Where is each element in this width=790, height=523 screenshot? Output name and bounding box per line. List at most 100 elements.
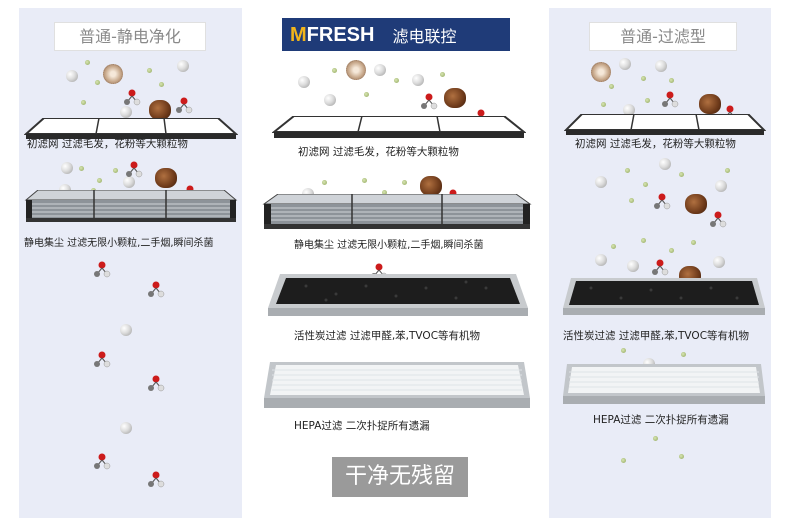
fine-dust (629, 198, 634, 203)
pollen-particle (103, 64, 123, 84)
formaldehyde-molecule (710, 211, 727, 228)
caption-electrostatic: 静电集尘 过滤无限小颗粒,二手烟,瞬间杀菌 (24, 238, 214, 249)
fine-dust (643, 182, 648, 187)
formaldehyde-molecule (148, 375, 165, 392)
fine-dust (653, 436, 658, 441)
formaldehyde-molecule (94, 261, 111, 278)
dust-mite (444, 88, 466, 108)
formaldehyde-molecule (124, 89, 141, 106)
fine-dust (669, 248, 674, 253)
particle (324, 94, 336, 106)
particle (713, 256, 725, 268)
particle (715, 180, 727, 192)
formaldehyde-molecule (94, 453, 111, 470)
dust-mite (685, 194, 707, 214)
fine-dust (382, 190, 387, 195)
formaldehyde-molecule (176, 97, 193, 114)
particle (374, 64, 386, 76)
fine-dust (609, 84, 614, 89)
pollen-particle (591, 62, 611, 82)
fine-dust (322, 180, 327, 185)
brand-banner: MFRESH 滤电联控 (282, 18, 510, 51)
formaldehyde-molecule (662, 91, 679, 108)
fine-dust (681, 352, 686, 357)
fine-dust (679, 454, 684, 459)
dust-mite (420, 176, 442, 196)
dust-mite (155, 168, 177, 188)
fine-dust (402, 180, 407, 185)
fine-dust (691, 240, 696, 245)
caption-electrostatic: 静电集尘 过滤无限小颗粒,二手烟,瞬间杀菌 (294, 240, 484, 251)
fine-dust (97, 178, 102, 183)
particle (123, 176, 135, 188)
brand-mark: M (290, 24, 307, 46)
particle (298, 76, 310, 88)
pollen-particle (346, 60, 366, 80)
column-title-electrostatic: 普通-静电净化 (54, 22, 206, 51)
column-electrostatic: 普通-静电净化 初滤网 过滤毛发，花粉等大颗粒物 静电集尘 过滤无限 (19, 8, 242, 518)
fine-dust (625, 168, 630, 173)
fine-dust (332, 68, 337, 73)
formaldehyde-molecule (654, 193, 671, 210)
dust-mite (699, 94, 721, 114)
caption-hepa: HEPA过滤 二次扑捉所有遗漏 (294, 420, 430, 432)
fine-dust (440, 72, 445, 77)
particle (659, 158, 671, 170)
caption-pre-filter: 初滤网 过滤毛发，花粉等大颗粒物 (575, 138, 736, 150)
fine-dust (95, 80, 100, 85)
particle (120, 422, 132, 434)
particle (61, 162, 73, 174)
fine-dust (81, 100, 86, 105)
fine-dust (725, 168, 730, 173)
formaldehyde-molecule (148, 471, 165, 488)
clean-result-badge: 干净无残留 (332, 457, 468, 497)
particle (595, 254, 607, 266)
fine-dust (85, 60, 90, 65)
activated-carbon-filter (563, 278, 765, 315)
particle (623, 104, 635, 116)
fine-dust (641, 76, 646, 81)
fine-dust (641, 238, 646, 243)
fine-dust (601, 102, 606, 107)
caption-activated-carbon: 活性炭过滤 过滤甲醛,苯,TVOC等有机物 (563, 330, 750, 342)
caption-hepa: HEPA过滤 二次扑捉所有遗漏 (593, 414, 729, 426)
formaldehyde-molecule (652, 259, 669, 276)
formaldehyde-molecule (421, 93, 438, 110)
column-mfresh: MFRESH 滤电联控 初滤网 过滤毛发，花粉等大颗粒物 (262, 8, 532, 518)
particle (655, 60, 667, 72)
fine-dust (362, 178, 367, 183)
particle (66, 70, 78, 82)
fine-dust (79, 166, 84, 171)
fine-dust (394, 78, 399, 83)
fine-dust (645, 98, 650, 103)
fine-dust (159, 82, 164, 87)
pre-filter-mesh (272, 116, 526, 138)
particle (120, 106, 132, 118)
caption-activated-carbon: 活性炭过滤 过滤甲醛,苯,TVOC等有机物 (294, 330, 481, 342)
fine-dust (621, 348, 626, 353)
formaldehyde-molecule (94, 351, 111, 368)
particle (412, 74, 424, 86)
electrostatic-collector (262, 194, 532, 229)
caption-pre-filter: 初滤网 过滤毛发，花粉等大颗粒物 (298, 146, 459, 158)
pre-filter-mesh (564, 114, 766, 135)
dust-mite (149, 100, 171, 120)
formaldehyde-molecule (126, 161, 143, 178)
hepa-filter (563, 364, 765, 404)
particle (619, 58, 631, 70)
particle (595, 176, 607, 188)
pre-filter-mesh (24, 118, 238, 139)
fine-dust (611, 244, 616, 249)
brand-subtitle: 滤电联控 (392, 26, 457, 46)
column-filter-type: 普通-过滤型 初滤网 过滤毛发，花粉等大颗粒物 (549, 8, 771, 518)
fine-dust (113, 168, 118, 173)
formaldehyde-molecule (148, 281, 165, 298)
fine-dust (669, 78, 674, 83)
column-title-filter-type: 普通-过滤型 (589, 22, 737, 51)
caption-pre-filter: 初滤网 过滤毛发，花粉等大颗粒物 (27, 138, 188, 150)
fine-dust (147, 68, 152, 73)
particle (177, 60, 189, 72)
fine-dust (621, 458, 626, 463)
activated-carbon-filter (268, 274, 528, 316)
particle (627, 260, 639, 272)
